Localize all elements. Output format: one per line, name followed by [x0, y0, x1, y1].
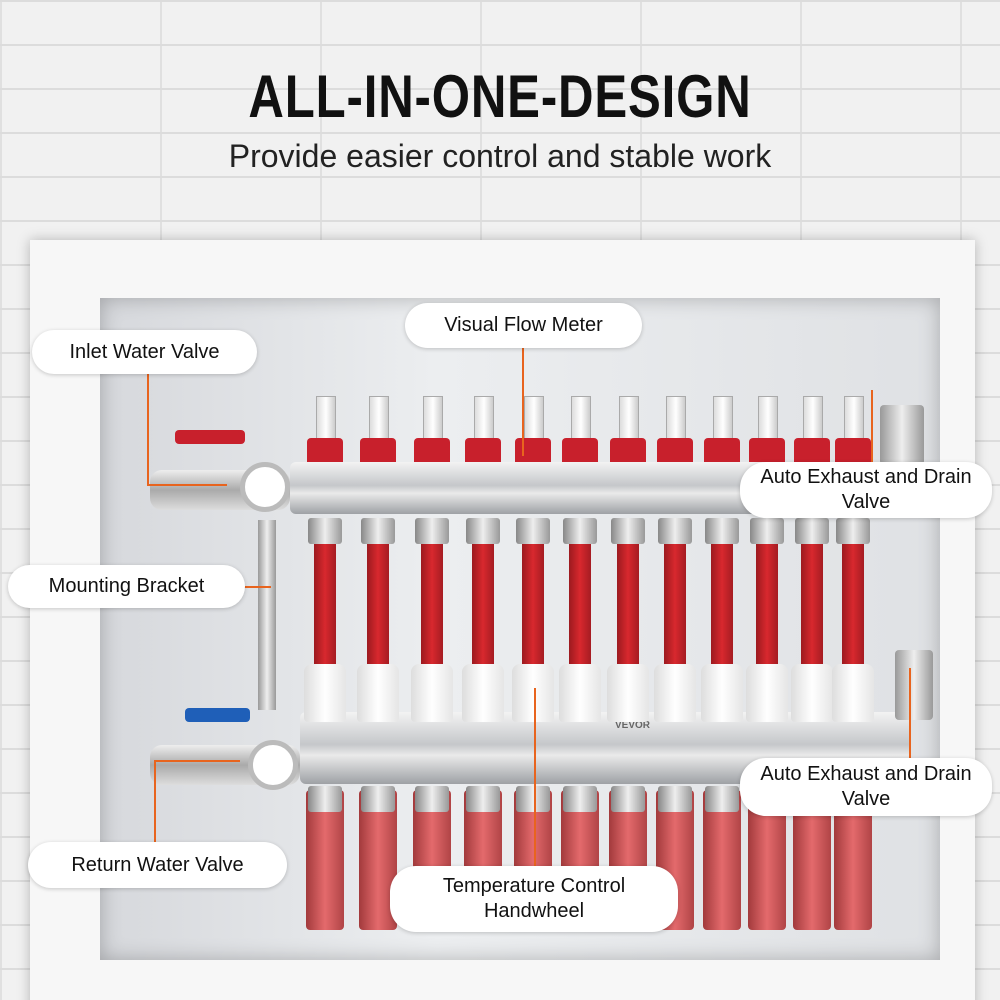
label-mounting-bracket: Mounting Bracket: [8, 565, 245, 608]
return-thermometer-gauge: [248, 740, 298, 790]
flow-meter-base: [465, 438, 501, 466]
leader-line-return: [154, 760, 156, 844]
hose-fitting-nut: [750, 518, 784, 544]
temperature-control-handwheel: [746, 664, 788, 722]
auto-exhaust-valve-top: [880, 405, 924, 465]
hose-fitting-nut: [836, 518, 870, 544]
flow-meter-base: [835, 438, 871, 466]
flow-meter-base: [657, 438, 693, 466]
flow-meter-base: [515, 438, 551, 466]
hose-fitting-nut: [361, 518, 395, 544]
hose-fitting-nut: [308, 786, 342, 812]
flow-meter-base: [414, 438, 450, 466]
temperature-control-handwheel: [832, 664, 874, 722]
leader-line-exhaust-bottom: [909, 668, 911, 760]
page-title: ALL-IN-ONE-DESIGN: [248, 63, 752, 130]
temperature-control-handwheel: [304, 664, 346, 722]
flow-meter: [524, 396, 544, 440]
leader-line-inlet: [147, 484, 227, 486]
label-auto-exhaust-top: Auto Exhaust and Drain Valve: [740, 462, 992, 518]
temperature-control-handwheel: [791, 664, 833, 722]
flow-meter-base: [794, 438, 830, 466]
hose-fitting-nut: [308, 518, 342, 544]
hose-fitting-nut: [705, 518, 739, 544]
flow-meter-base: [562, 438, 598, 466]
flow-meter: [369, 396, 389, 440]
temperature-control-handwheel: [559, 664, 601, 722]
loop-supply-hose: [314, 540, 336, 680]
loop-supply-hose: [664, 540, 686, 680]
label-visual-flow-meter: Visual Flow Meter: [405, 303, 642, 348]
leader-line-flow-meter: [522, 346, 524, 456]
label-inlet-water-valve: Inlet Water Valve: [32, 330, 257, 374]
temperature-control-handwheel: [462, 664, 504, 722]
inlet-thermometer-gauge: [240, 462, 290, 512]
hose-fitting-nut: [705, 786, 739, 812]
hose-fitting-nut: [466, 518, 500, 544]
hose-fitting-nut: [563, 518, 597, 544]
flow-meter-base: [749, 438, 785, 466]
hose-fitting-nut: [516, 786, 550, 812]
label-temperature-control-handwheel: Temperature Control Handwheel: [390, 866, 678, 932]
loop-supply-hose: [801, 540, 823, 680]
leader-line-handwheel: [534, 688, 536, 868]
loop-return-hose: [703, 790, 741, 930]
page-subtitle: Provide easier control and stable work: [228, 138, 772, 174]
temperature-control-handwheel: [654, 664, 696, 722]
temperature-control-handwheel: [607, 664, 649, 722]
hose-fitting-nut: [658, 518, 692, 544]
label-return-water-valve: Return Water Valve: [28, 842, 287, 888]
label-auto-exhaust-bottom: Auto Exhaust and Drain Valve: [740, 758, 992, 816]
loop-supply-hose: [522, 540, 544, 680]
inlet-valve-handle: [175, 430, 245, 444]
flow-meter: [316, 396, 336, 440]
leader-line-inlet: [147, 372, 149, 486]
hose-fitting-nut: [415, 518, 449, 544]
loop-supply-hose: [421, 540, 443, 680]
leader-line-bracket: [243, 586, 271, 588]
hose-fitting-nut: [361, 786, 395, 812]
auto-exhaust-valve-bottom: [895, 650, 933, 720]
temperature-control-handwheel: [357, 664, 399, 722]
hose-fitting-nut: [611, 518, 645, 544]
loop-supply-hose: [842, 540, 864, 680]
temperature-control-handwheel: [512, 664, 554, 722]
hose-fitting-nut: [415, 786, 449, 812]
flow-meter: [713, 396, 733, 440]
loop-supply-hose: [472, 540, 494, 680]
flow-meter: [803, 396, 823, 440]
mounting-bracket: [258, 520, 276, 710]
flow-meter-base: [610, 438, 646, 466]
leader-line-exhaust-top: [871, 390, 873, 464]
hose-fitting-nut: [795, 518, 829, 544]
flow-meter: [423, 396, 443, 440]
flow-meter-base: [704, 438, 740, 466]
flow-meter: [666, 396, 686, 440]
loop-supply-hose: [711, 540, 733, 680]
loop-supply-hose: [569, 540, 591, 680]
hose-fitting-nut: [658, 786, 692, 812]
loop-return-hose: [306, 790, 344, 930]
hose-fitting-nut: [466, 786, 500, 812]
flow-meter-base: [360, 438, 396, 466]
loop-supply-hose: [756, 540, 778, 680]
loop-supply-hose: [367, 540, 389, 680]
hose-fitting-nut: [611, 786, 645, 812]
return-valve-handle: [185, 708, 250, 722]
brand-logo: VEVOR: [615, 720, 651, 731]
hose-fitting-nut: [516, 518, 550, 544]
flow-meter: [571, 396, 591, 440]
flow-meter: [758, 396, 778, 440]
flow-meter-base: [307, 438, 343, 466]
flow-meter: [844, 396, 864, 440]
leader-line-return: [154, 760, 240, 762]
flow-meter: [619, 396, 639, 440]
flow-meter: [474, 396, 494, 440]
temperature-control-handwheel: [411, 664, 453, 722]
temperature-control-handwheel: [701, 664, 743, 722]
hose-fitting-nut: [563, 786, 597, 812]
loop-supply-hose: [617, 540, 639, 680]
